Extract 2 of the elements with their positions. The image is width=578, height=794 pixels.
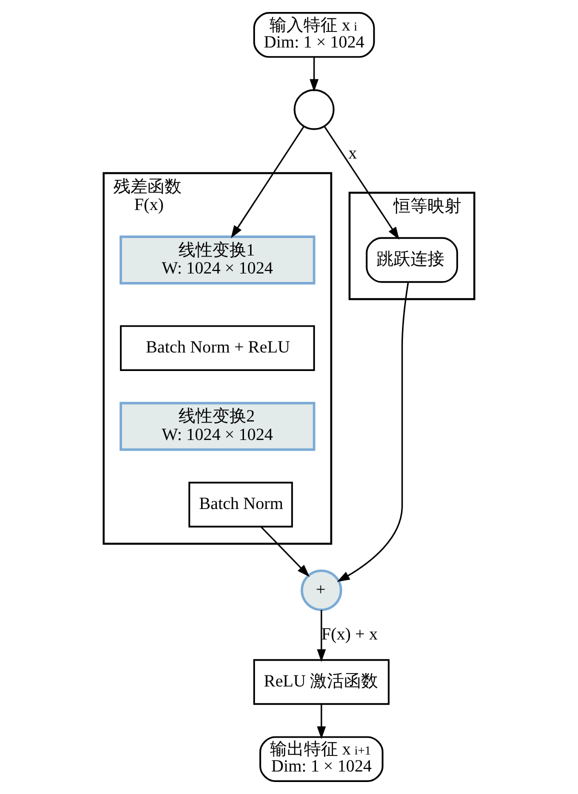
edge-label: x xyxy=(348,144,357,163)
edge-label: F(x) + x xyxy=(321,624,378,644)
